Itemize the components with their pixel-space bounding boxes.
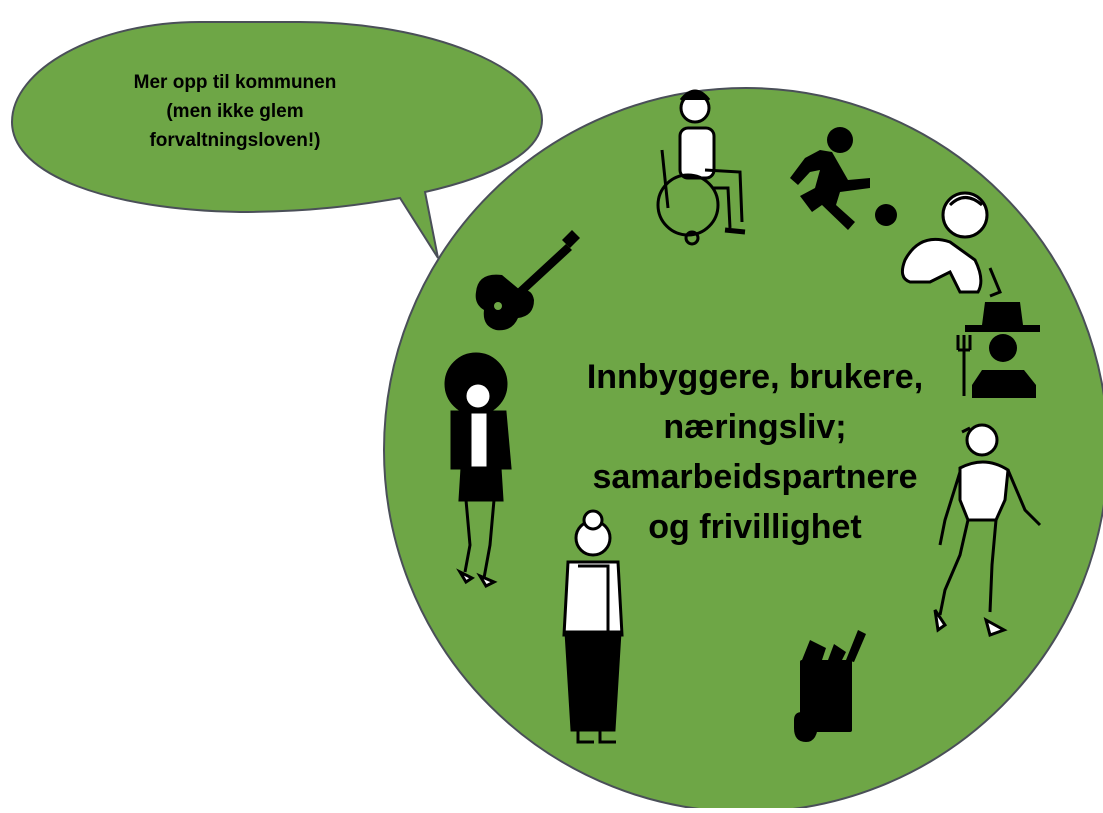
speech-bubble-line-3: forvaltningsloven!)	[149, 130, 321, 151]
farmer-with-pitchfork-icon	[956, 302, 1040, 398]
center-line-4: og frivillighet	[648, 508, 862, 546]
speech-bubble-text: Mer opp til kommunen (men ikke glem forv…	[110, 68, 360, 155]
young-woman-afro-icon	[444, 352, 512, 588]
crawling-baby-icon	[900, 191, 1002, 298]
circle-center-text: Innbyggere, brukere, næringsliv; samarbe…	[545, 352, 965, 552]
speech-bubble-line-1: Mer opp til kommunen	[133, 72, 337, 93]
walking-woman-icon	[933, 423, 1042, 637]
football-player-icon	[790, 127, 897, 230]
electric-guitar-icon	[475, 230, 580, 331]
wheelchair-user-icon	[656, 89, 746, 246]
center-line-1: Innbyggere, brukere,	[586, 358, 924, 396]
speech-bubble	[10, 21, 544, 259]
center-line-3: samarbeidspartnere	[592, 458, 918, 496]
speech-bubble-line-2: (men ikke glem	[166, 101, 304, 122]
grocery-bag-icon	[794, 630, 866, 742]
elderly-woman-icon	[562, 509, 624, 744]
center-line-2: næringsliv;	[663, 408, 847, 446]
